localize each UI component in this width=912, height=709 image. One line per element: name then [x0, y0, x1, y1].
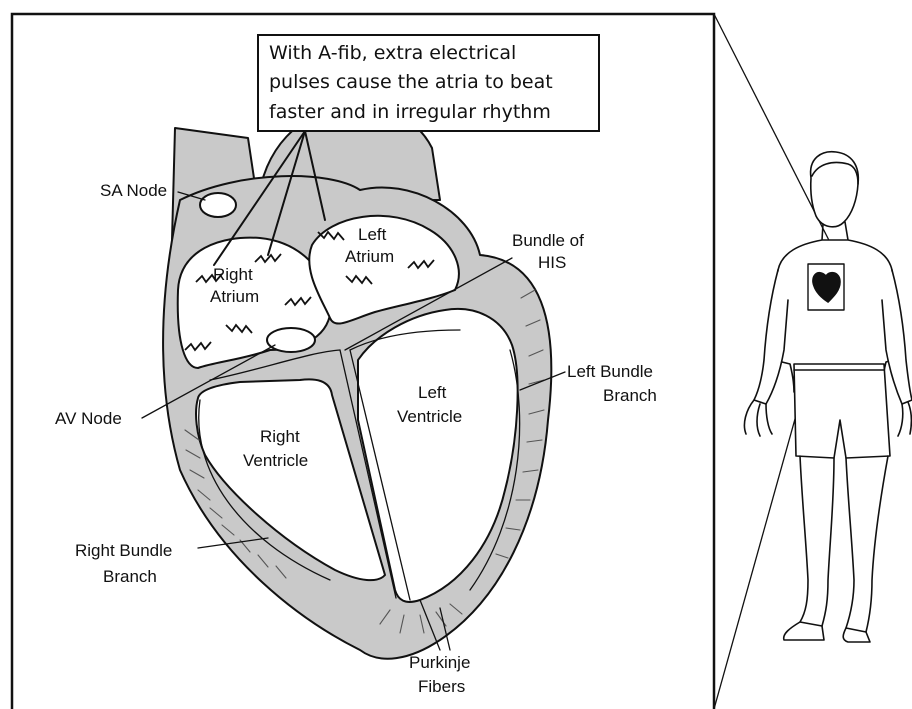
label-right-atrium-line2: Atrium [210, 287, 259, 306]
label-av-node: AV Node [55, 409, 122, 428]
label-sa-node: SA Node [100, 181, 167, 200]
callout-line-3: faster and in irregular rhythm [269, 101, 551, 123]
av-node [267, 328, 315, 352]
label-right-ventricle-line2: Ventricle [243, 451, 308, 470]
human-figure [744, 152, 912, 642]
figure-shorts [794, 364, 890, 458]
label-right-atrium-line1: Right [213, 265, 253, 284]
label-left-ventricle-line1: Left [418, 383, 447, 402]
figure-legs [800, 456, 888, 632]
label-left-atrium-line2: Atrium [345, 247, 394, 266]
label-bundle-of-his-line2: HIS [538, 253, 566, 272]
sa-node [200, 193, 236, 217]
label-right-bundle-branch-line2: Branch [103, 567, 157, 586]
label-purkinje-fibers-line1: Purkinje [409, 653, 470, 672]
figure-left-arm [882, 270, 912, 404]
label-right-bundle-branch-line1: Right Bundle [75, 541, 172, 560]
figure-right-arm [754, 270, 788, 404]
label-left-ventricle-line2: Ventricle [397, 407, 462, 426]
heart-illustration [163, 108, 551, 659]
label-left-bundle-branch-line2: Branch [603, 386, 657, 405]
callout-line-2: pulses cause the atria to beat [269, 71, 553, 93]
callout-line-1: With A-fib, extra electrical [269, 42, 516, 64]
label-purkinje-fibers-line2: Fibers [418, 677, 465, 696]
zoom-line-top [714, 14, 840, 262]
label-bundle-of-his-line1: Bundle of [512, 231, 584, 250]
label-left-bundle-branch-line1: Left Bundle [567, 362, 653, 381]
label-right-ventricle-line1: Right [260, 427, 300, 446]
label-left-atrium-line1: Left [358, 225, 387, 244]
